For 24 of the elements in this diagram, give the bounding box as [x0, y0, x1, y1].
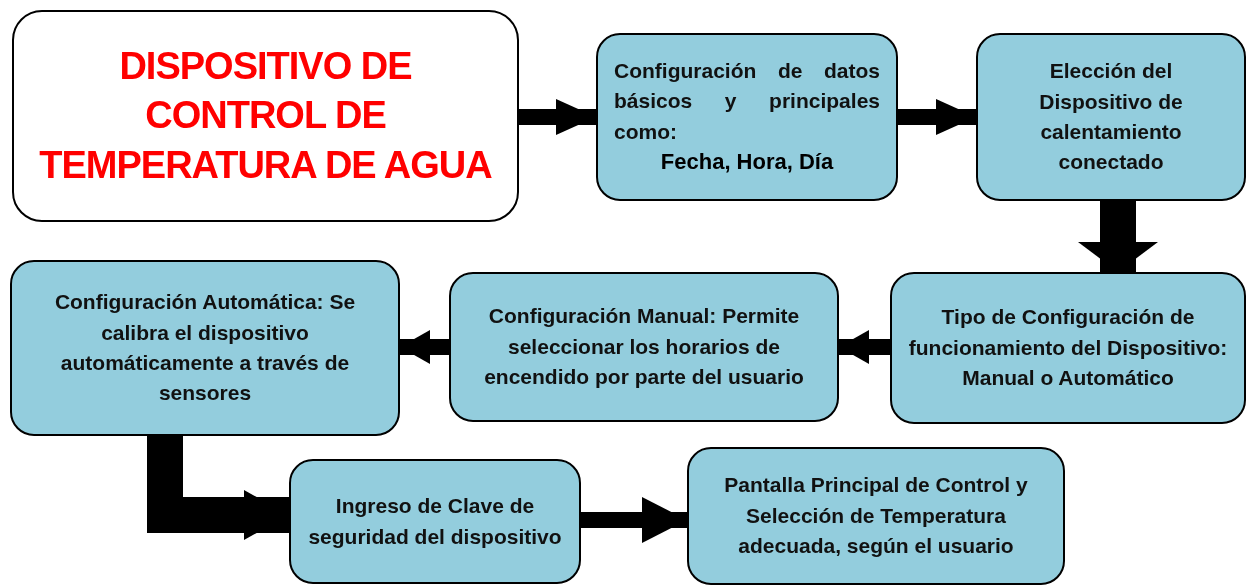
block-arrow [400, 330, 449, 364]
block-arrow [1078, 201, 1158, 272]
block-arrow [839, 330, 890, 364]
block-arrow [898, 99, 976, 135]
process-box [10, 260, 400, 436]
process-box [976, 33, 1246, 201]
block-arrow [581, 497, 687, 543]
step-detail: Fecha, Hora, Día [660, 148, 834, 177]
process-box [890, 272, 1246, 424]
title-box [12, 10, 519, 222]
step-text: Pantalla Principal de Control y Selección de Temperatura adecuada, según el usuario [723, 472, 1029, 560]
box-heading: DISPOSITIVO DE CONTROL DE TEMPERATURA DE AGUA [38, 43, 493, 188]
block-arrow [519, 99, 596, 135]
step-text: Ingreso de Clave de seguridad del dispositivo [307, 493, 563, 550]
step-text: Configuración de datos básicos y principales como: [614, 57, 880, 145]
step-text: Configuración Manual: Permite seleccionar los horarios de encendido por parte del usuario [483, 303, 805, 391]
process-box [596, 33, 898, 201]
block-arrow [147, 436, 289, 540]
step-text: Configuración Automática: Se calibra el dispositivo automáticamente a través de sensores [53, 289, 357, 407]
process-box [289, 459, 581, 584]
process-box [449, 272, 839, 422]
process-box [687, 447, 1065, 585]
step-text: Tipo de Configuración de funcionamiento del Dispositivo: Manual o Automático [908, 304, 1228, 392]
step-text: Elección del Dispositivo de calentamiento conectado [1038, 58, 1184, 176]
